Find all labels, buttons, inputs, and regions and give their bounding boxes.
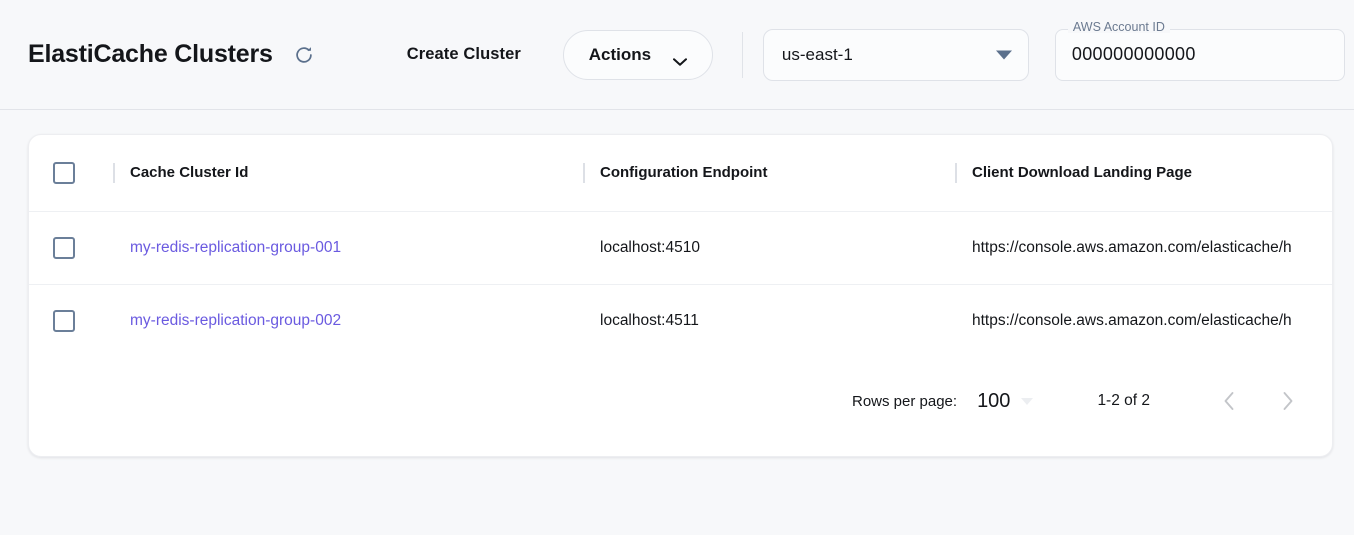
column-header-cache-cluster-id[interactable]: Cache Cluster Id <box>107 135 577 211</box>
cluster-id-link[interactable]: my-redis-replication-group-002 <box>130 311 342 329</box>
content-area: Cache Cluster Id Configuration Endpoint … <box>0 110 1354 535</box>
chevron-right-icon <box>1281 391 1294 411</box>
configuration-endpoint-text: localhost:4511 <box>600 311 699 329</box>
landing-page-text: https://console.aws.amazon.com/elasticac… <box>972 238 1292 256</box>
cell-configuration-endpoint: localhost:4511 <box>577 283 949 357</box>
configuration-endpoint-text: localhost:4510 <box>600 238 700 256</box>
clusters-card: Cache Cluster Id Configuration Endpoint … <box>28 134 1333 457</box>
pagination-range: 1-2 of 2 <box>1097 392 1150 409</box>
cell-cache-cluster-id: my-redis-replication-group-002 <box>107 283 577 357</box>
previous-page-button[interactable] <box>1206 378 1252 424</box>
refresh-icon <box>293 44 315 66</box>
clusters-table: Cache Cluster Id Configuration Endpoint … <box>29 135 1332 357</box>
row-select-cell <box>29 210 107 284</box>
landing-page-text: https://console.aws.amazon.com/elasticac… <box>972 311 1292 329</box>
table-row[interactable]: my-redis-replication-group-001 localhost… <box>29 210 1332 284</box>
table-header-row: Cache Cluster Id Configuration Endpoint … <box>29 135 1332 211</box>
chevron-down-icon <box>673 51 688 66</box>
cluster-id-link[interactable]: my-redis-replication-group-001 <box>130 238 342 256</box>
page-title: ElastiCache Clusters <box>28 40 273 68</box>
region-select-value: us-east-1 <box>781 44 853 64</box>
cell-client-download-landing-page: https://console.aws.amazon.com/elasticac… <box>949 283 1332 357</box>
table-row[interactable]: my-redis-replication-group-002 localhost… <box>29 283 1332 357</box>
aws-account-id-field[interactable]: AWS Account ID 000000000000 <box>1054 20 1345 81</box>
row-select-cell <box>29 283 107 357</box>
rows-per-page-value: 100 <box>977 389 1011 412</box>
column-header-configuration-endpoint[interactable]: Configuration Endpoint <box>577 135 949 211</box>
aws-account-id-label: AWS Account ID <box>1067 20 1170 33</box>
aws-account-id-value: 000000000000 <box>1071 44 1196 64</box>
select-all-checkbox[interactable] <box>53 161 75 184</box>
row-checkbox[interactable] <box>53 236 75 259</box>
table-body: my-redis-replication-group-001 localhost… <box>29 210 1332 357</box>
next-page-button[interactable] <box>1264 378 1310 424</box>
rows-per-page-label: Rows per page: <box>852 392 958 410</box>
select-all-header <box>29 135 107 211</box>
rows-per-page-select[interactable]: 100 <box>977 389 1034 413</box>
cell-client-download-landing-page: https://console.aws.amazon.com/elasticac… <box>949 210 1332 284</box>
actions-button[interactable]: Actions <box>562 29 713 80</box>
refresh-button[interactable] <box>287 38 321 72</box>
chevron-down-icon <box>1021 397 1034 405</box>
cell-configuration-endpoint: localhost:4510 <box>577 210 949 284</box>
cell-cache-cluster-id: my-redis-replication-group-001 <box>107 210 577 284</box>
app-header: ElastiCache Clusters Create Cluster Acti… <box>0 0 1354 110</box>
column-header-client-download-landing-page[interactable]: Client Download Landing Page <box>949 135 1332 211</box>
actions-button-label: Actions <box>588 44 652 64</box>
table-header: Cache Cluster Id Configuration Endpoint … <box>29 135 1332 211</box>
chevron-left-icon <box>1223 391 1236 411</box>
region-select[interactable]: us-east-1 <box>762 28 1029 81</box>
toolbar-divider <box>741 31 743 78</box>
table-pagination: Rows per page: 100 1-2 of 2 <box>29 357 1332 445</box>
row-checkbox[interactable] <box>53 309 75 332</box>
create-cluster-button[interactable]: Create Cluster <box>397 37 531 72</box>
triangle-down-icon <box>995 50 1012 59</box>
